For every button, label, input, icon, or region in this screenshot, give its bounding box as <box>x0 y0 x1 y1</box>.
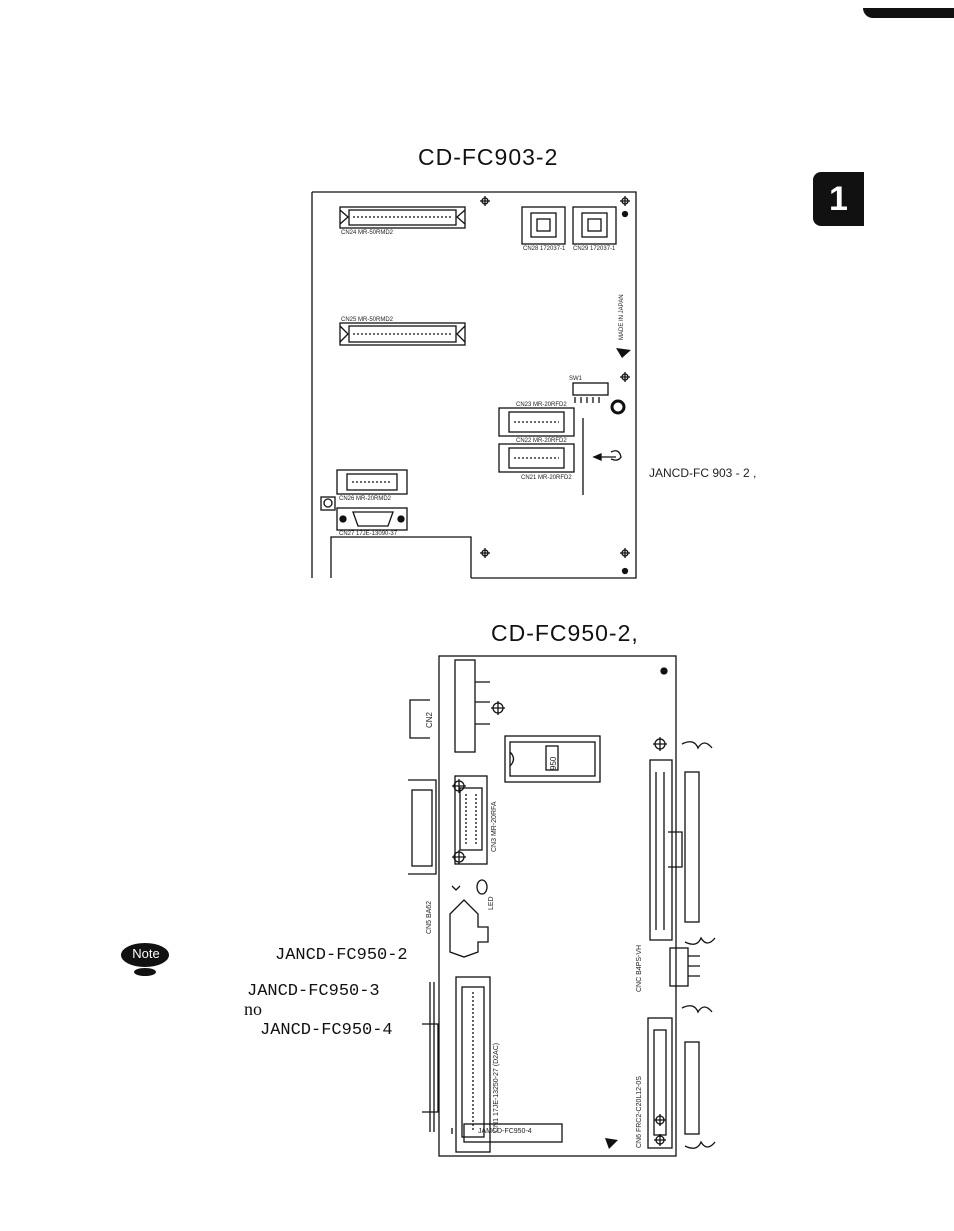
board2-drawing <box>408 655 716 1157</box>
cn24-label: CN24 MR-50RMD2 <box>341 230 394 236</box>
header-rule <box>863 8 954 18</box>
figure2-title: CD-FC950-2, <box>491 620 639 646</box>
board1-callout: JANCD-FC 903 - 2 , <box>649 466 757 480</box>
note-icon <box>121 943 169 976</box>
cn6-label: CN6 FRC2-C20L12-0S <box>636 1076 643 1148</box>
note-line-2: JANCD-FC950-3 <box>247 982 380 1001</box>
cn5-label: CN5 BA62 <box>426 900 433 934</box>
cn3-label: CN3 MR-20RFA <box>491 801 498 852</box>
chip-label: 950 <box>549 756 558 770</box>
cn22-label: CN22 MR-20RFD2 <box>516 438 567 444</box>
cn28-label: CN28 172037-1 <box>523 246 566 252</box>
led-label: LED <box>488 896 495 910</box>
board1: CN24 MR-50RMD2 CN25 MR-50RMD2 CN28 17203… <box>311 190 638 580</box>
cn29-label: CN29 172037-1 <box>573 246 616 252</box>
cnc-power-label: CNC B4PS-VH <box>636 944 643 992</box>
note-line-4: JANCD-FC950-4 <box>260 1021 393 1040</box>
sw1-label: SW1 <box>569 376 583 382</box>
note-line-1: JANCD-FC950-2 <box>275 946 408 965</box>
figure1-title: CD-FC903-2 <box>418 144 559 170</box>
cn23-label: CN23 MR-20RFD2 <box>516 402 567 408</box>
cn2-label: CN2 <box>425 711 434 728</box>
cn26-label: CN26 MR-20RMD2 <box>339 496 392 502</box>
plate-label: JAMCD-FC950-4 <box>478 1128 532 1135</box>
made-in-japan-label: MADE IN JAPAN <box>619 294 625 340</box>
note-line-3: no <box>244 999 262 1019</box>
note-icon-label: Note <box>132 946 160 961</box>
chapter-tab: 1 <box>813 172 864 226</box>
cn1-label: CN1 17JE-13250-27 (D2AC) <box>493 1042 500 1132</box>
board2: CN2 950 CN3 MR-20RFA LED CN5 BA62 CNC B4… <box>400 652 720 1162</box>
board1-drawing <box>311 191 637 579</box>
cn21-label: CN21 MR-20RFD2 <box>521 475 572 481</box>
cn27-label: CN27 17JE-13090-37 <box>339 531 398 537</box>
cn25-label: CN25 MR-50RMD2 <box>341 317 394 323</box>
